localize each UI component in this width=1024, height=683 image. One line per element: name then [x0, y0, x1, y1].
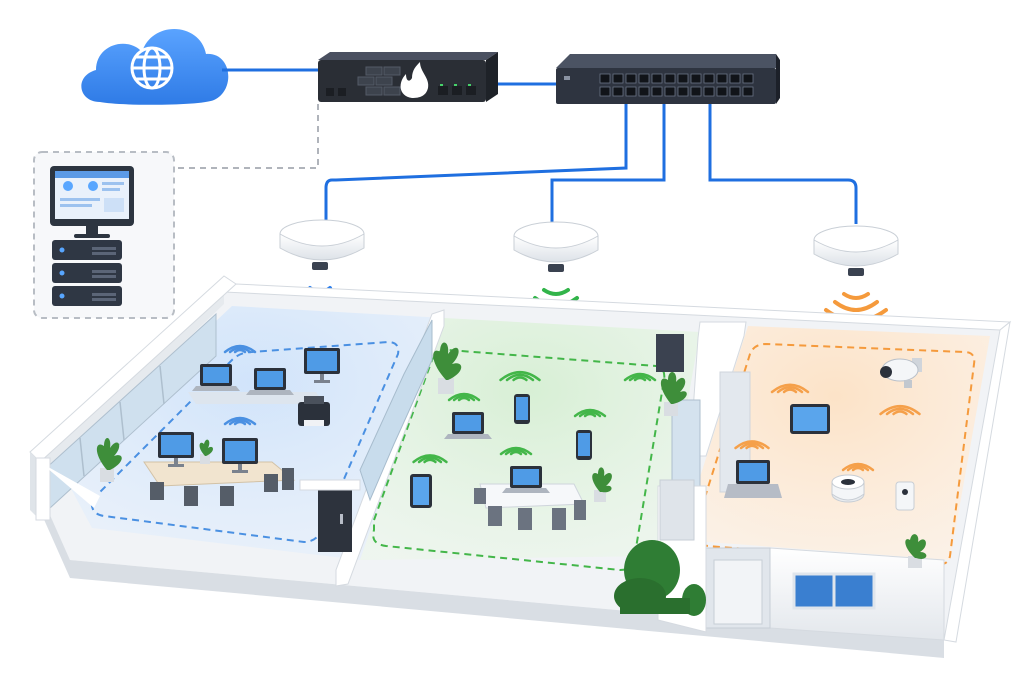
access-point-1 [279, 219, 365, 270]
wifi-signal-icon [223, 344, 257, 354]
front-wall-left [35, 457, 51, 521]
printer-icon [298, 396, 330, 426]
laptop-icon [502, 466, 550, 493]
management-link [139, 104, 319, 187]
monitor-dashboard-icon [50, 166, 134, 238]
wifi-signal-icon [841, 462, 875, 472]
floor-plan [29, 275, 1012, 658]
door-meeting[interactable] [656, 334, 684, 372]
wifi-signal-icon [499, 446, 533, 456]
plant-table [592, 467, 612, 502]
wifi-signal-icon [573, 408, 607, 418]
desktop-monitor-icon [304, 348, 340, 383]
desktop-monitor-icon [158, 432, 194, 467]
zone-outline-office [90, 340, 400, 544]
plant-office [96, 437, 122, 482]
network-switch [556, 54, 780, 104]
front-door[interactable] [318, 488, 352, 552]
access-point-3 [813, 225, 899, 276]
smartphone-icon [576, 430, 592, 460]
switch-ports [599, 73, 754, 97]
laptop-icon [724, 460, 782, 498]
ap-cables [324, 104, 858, 224]
laptop-icon [444, 412, 492, 439]
plant-desk [199, 439, 213, 464]
wifi-signal-icon [734, 440, 770, 450]
laptop-icon [192, 364, 240, 391]
meeting-table-office [143, 461, 296, 506]
right-wall [943, 320, 1011, 643]
wifi-signal-icon [879, 404, 921, 416]
tablet-icon [790, 404, 830, 434]
wifi-signal-icon [447, 392, 481, 402]
desktop-monitor-icon [222, 438, 258, 473]
server-rack-icon [52, 240, 122, 306]
shrubs-entrance [614, 540, 706, 616]
wifi-signal-icon [770, 383, 810, 394]
smart-speaker-icon [831, 474, 865, 503]
laptop-icon [246, 368, 294, 395]
firewall-appliance [318, 52, 498, 102]
device-wifi-layer [223, 344, 921, 472]
security-camera-icon [880, 358, 922, 388]
wifi-signal-icon [499, 370, 541, 382]
cloud-internet [81, 28, 229, 105]
glass-partition [359, 319, 433, 502]
smartphone-icon [514, 394, 530, 424]
wifi-signal-icon [623, 372, 657, 382]
globe-icon [130, 46, 174, 90]
access-point-2 [513, 221, 599, 272]
plant-meeting-right [660, 371, 687, 416]
plant-meeting [433, 342, 462, 394]
wall-sensor-icon [895, 481, 915, 511]
flame-icon [400, 62, 429, 98]
wifi-signal-icon [223, 416, 257, 426]
management-panel [33, 151, 175, 319]
plant-smart-home [905, 534, 927, 568]
wifi-signal-icon [412, 454, 448, 464]
partition-wall-2 [689, 321, 747, 457]
devices-layer [158, 348, 922, 511]
tablet-icon [410, 474, 432, 508]
